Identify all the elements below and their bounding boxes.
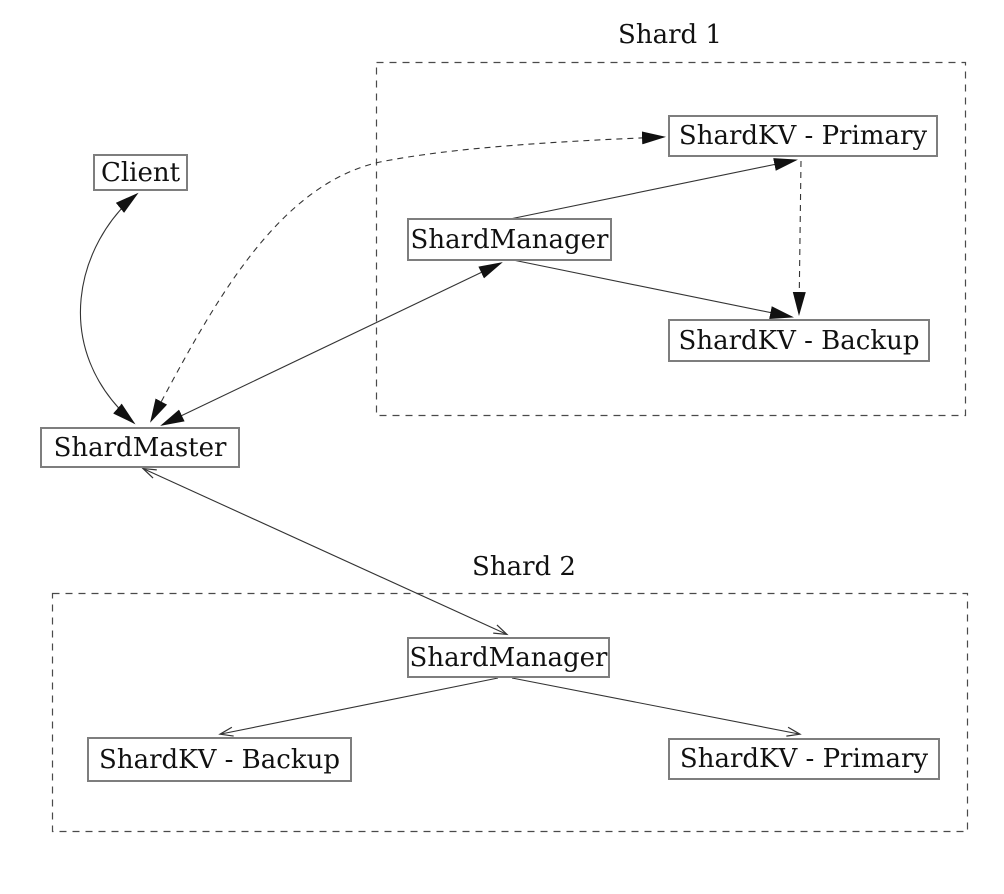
shard1-group-title: Shard 1: [618, 20, 722, 50]
node-shard1-backup: ShardKV - Backup: [668, 319, 930, 362]
edge-shard1-primary-backup: [792, 160, 806, 316]
node-shardmaster: ShardMaster: [40, 427, 240, 468]
edge-shard2-manager-backup: [218, 677, 499, 737]
node-shard2-backup: ShardKV - Backup: [87, 737, 352, 782]
node-shard1-manager: ShardManager: [407, 218, 612, 261]
edge-shard1-manager-backup: [512, 259, 794, 319]
edge-shardmaster-shard2-manager: [141, 467, 509, 636]
edge-shard2-manager-primary: [511, 677, 802, 737]
node-shard1-primary: ShardKV - Primary: [668, 115, 938, 157]
node-shard2-primary: ShardKV - Primary: [668, 738, 940, 780]
shard2-group-title: Shard 2: [472, 552, 576, 582]
node-client: Client: [93, 154, 188, 191]
node-shard2-manager: ShardManager: [407, 637, 610, 678]
edge-shardmaster-client: [79, 192, 139, 425]
edge-shard1-manager-primary: [509, 158, 798, 220]
shard2-group-border: [51, 592, 969, 833]
edge-shardmaster-shard1-manager: [160, 262, 503, 426]
edge-shardmaster-shard1-primary: [150, 131, 666, 423]
